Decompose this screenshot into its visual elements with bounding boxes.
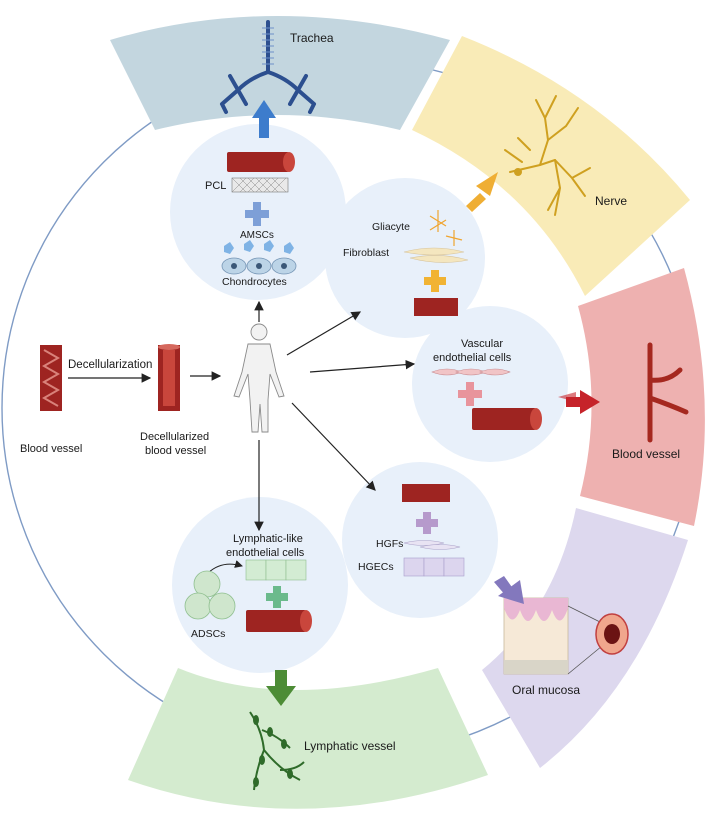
decellularized-vessel-icon [158,344,180,411]
fibroblast-label: Fibroblast [343,247,389,259]
lymph-like-label-2: endothelial cells [226,547,305,559]
endothelial-cells-icon [431,368,511,376]
oral-bubble-vessel-icon [402,484,450,502]
hgfs-icon [403,540,461,550]
chondrocyte-nuclei [231,263,287,269]
plus-green-icon [266,586,288,608]
decellularized-label-1: Decellularized [140,431,209,443]
decellularized-label-2: blood vessel [145,445,206,457]
source-vessel-label: Blood vessel [20,443,82,455]
decellularization-label: Decellularization [68,359,152,371]
plus-orange-icon [424,270,446,292]
plus-red-icon [458,382,482,406]
sector-blood [578,268,705,526]
human-arrows [254,300,416,532]
pcl-label: PCL [205,180,226,192]
nerve-soma [514,168,522,176]
lymph-endothelial-icon [245,559,307,581]
adscs-icon [184,570,236,620]
native-vessel-icon [40,345,62,411]
hgecs-icon [403,557,465,577]
vascular-label-2: endothelial cells [433,352,512,364]
nerve-icon [504,95,591,216]
lymphatic-nodes [253,715,293,787]
amscs-label: AMSCs [240,230,274,241]
amscs-cells-icon [224,240,294,254]
oral-arrow [494,576,524,604]
bubble-oral [342,462,498,618]
bubble-vascular [412,306,568,462]
lymph-bubble-vessel-icon [246,610,312,632]
chondrocytes-label: Chondrocytes [222,276,287,288]
lymph-arrow [266,670,296,706]
pcl-vessel-icon [227,152,295,193]
nerve-arrow [466,172,498,212]
plus-purple-icon [416,512,438,534]
adscs-label: ADSCs [191,628,225,640]
vascular-bubble-vessel-icon [472,408,542,430]
oral-mucosa-label: Oral mucosa [512,683,580,697]
trachea-rings [262,27,274,65]
nerve-bubble-vessel-icon [414,298,458,316]
hgecs-label: HGECs [358,561,394,573]
plus-blue-icon [245,202,269,226]
hgfs-label: HGFs [376,538,403,550]
sector-nerve [412,36,690,296]
sector-oral [482,508,688,768]
blood-arrow [558,390,600,414]
nerve-label: Nerve [595,194,627,208]
oral-mucosa-icon [503,597,629,675]
blood-vessel-label: Blood vessel [612,447,680,461]
vascular-label-1: Vascular [461,338,503,350]
sector-lymph [128,668,488,809]
human-figure-icon [233,323,285,433]
gliacyte-icon [429,210,463,246]
gliacyte-label: Gliacyte [372,221,410,233]
blood-vessel-branch-icon [647,342,689,443]
adscs-to-endothelial-arrow [207,560,243,574]
lymphatic-vessel-label: Lymphatic vessel [304,739,396,753]
trachea-label: Trachea [290,31,334,45]
trachea-arrow [252,100,276,138]
lymph-like-label-1: Lymphatic-like [233,533,303,545]
sector-trachea [110,16,450,130]
fibroblast-icon [403,247,469,263]
